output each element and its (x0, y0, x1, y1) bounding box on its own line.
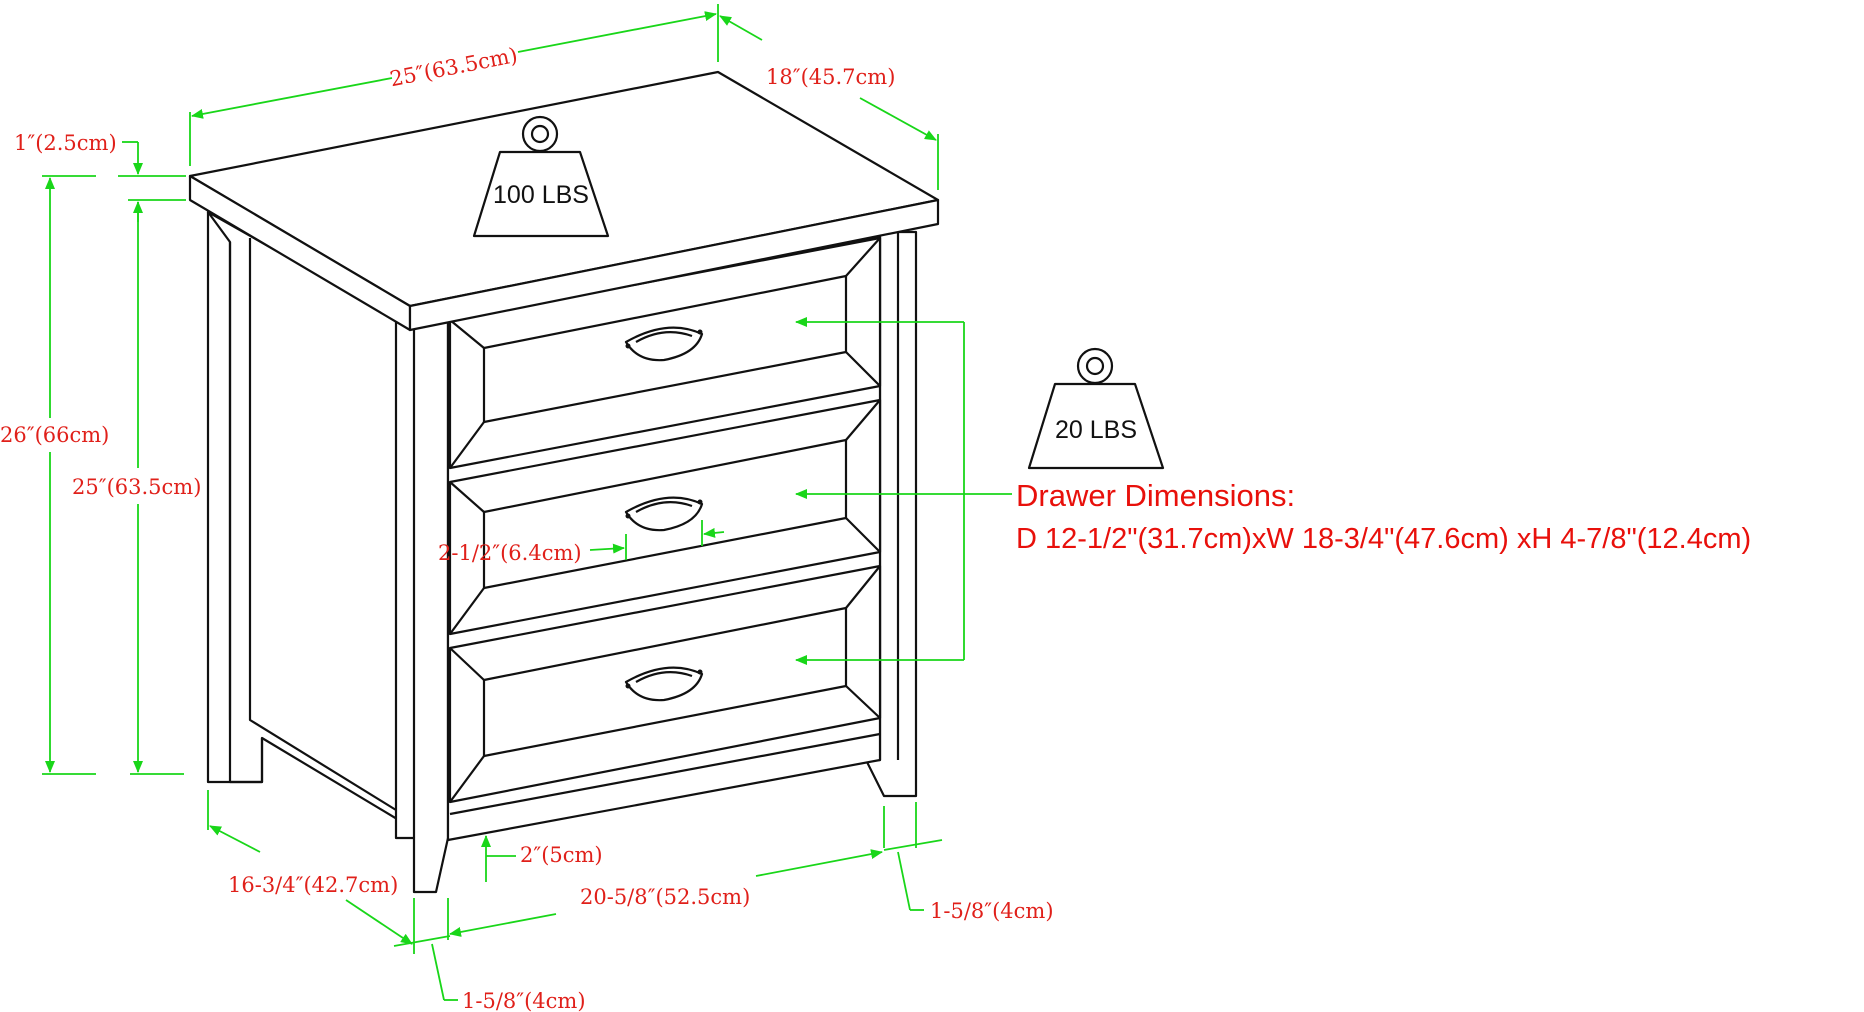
top-weight-icon: 100 LBS (472, 115, 610, 238)
left-leg-width-label: 1-5/8″(4cm) (462, 989, 586, 1012)
drawer-weight-icon: 20 LBS (1027, 347, 1165, 470)
right-leg-width-label: 1-5/8″(4cm) (930, 899, 1054, 923)
top-depth-label: 18″(45.7cm) (766, 65, 895, 89)
leg-clearance-label: 2″(5cm) (520, 843, 603, 867)
drawer-dimensions-callout: Drawer Dimensions: D 12-1/2"(31.7cm)xW 1… (1016, 478, 1751, 555)
drawer-dimensions-title: Drawer Dimensions: (1016, 478, 1295, 513)
base-depth-label: 16-3/4″(42.7cm) (228, 873, 398, 897)
body-height-label: 25″(63.5cm) (72, 475, 201, 499)
nightstand-drawing (188, 70, 940, 894)
overall-height-label: 26″(66cm) (0, 423, 109, 447)
top-thickness-label: 1″(2.5cm) (14, 131, 117, 155)
drawer-handle-2 (624, 496, 704, 532)
drawer-handle-3 (624, 666, 704, 702)
handle-width-label: 2-1/2″(6.4cm) (438, 541, 582, 565)
dimension-labels: 25″(63.5cm) 18″(45.7cm) 1″(2.5cm) 26″(66… (0, 43, 1054, 1012)
drawer-dimensions-detail: D 12-1/2"(31.7cm)xW 18-3/4"(47.6cm) xH 4… (1016, 523, 1751, 555)
top-width-label: 25″(63.5cm) (388, 43, 520, 91)
top-weight-label: 100 LBS (493, 181, 589, 209)
drawer-weight-label: 20 LBS (1055, 416, 1137, 444)
base-width-label: 20-5/8″(52.5cm) (580, 885, 750, 909)
dimension-lines (42, 4, 1012, 1001)
drawer-handle-1 (624, 326, 704, 362)
